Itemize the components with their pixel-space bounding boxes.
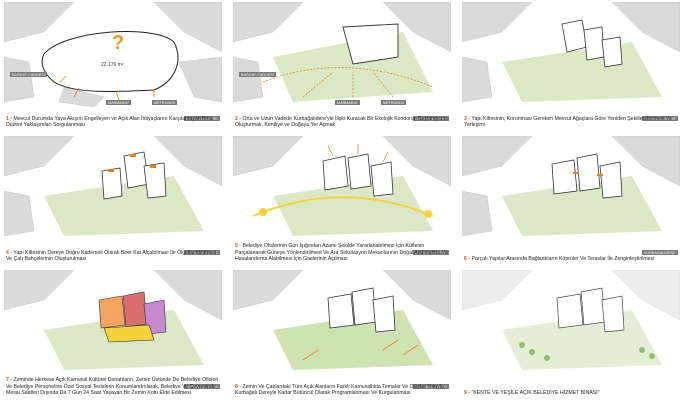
panel-5: KURBAGALIDERE 5 - Belediye Ofislerinin G…	[233, 136, 451, 264]
street-label-marmaray: MARMARAY	[106, 100, 132, 106]
panel-9: 9 - "KENTE VE YEŞİLE AÇIK BELEDİYE HİZME…	[462, 270, 680, 398]
street-label-bagdat: BAĞDAT CADDESİ	[239, 72, 276, 78]
caption-3: 3 - Yapı Kitlesinin, Korunması Gereken M…	[464, 115, 672, 128]
street-label-metrobus: METROBÜS	[381, 100, 407, 106]
panel-2: BAĞDAT CADDESİ MARMARAY METROBÜS KURBAGA…	[233, 2, 451, 130]
panel-7: KURBAGALIDERE 7 - Zeminde Herkese Açık K…	[4, 270, 222, 398]
panel-6: KURBAGALIDERE 6 - Parçalı Yapılar Arasın…	[462, 136, 680, 264]
site-area: 22.176 m²	[101, 62, 124, 68]
caption-4: 4 - Yapı Kitlesinin Dereye Doğru Kademel…	[6, 249, 217, 262]
panel-5-drawing	[233, 136, 451, 264]
stream-label: KURBAGALIDERE	[413, 384, 449, 390]
stream-label: KURBAGALIDERE	[642, 250, 678, 256]
street-label-marmaray: MARMARAY	[335, 100, 361, 106]
panel-6-drawing	[462, 136, 680, 264]
stream-label: KURBAGALIDERE	[184, 384, 220, 390]
stream-label: KURBAGALIDERE	[184, 116, 220, 122]
stream-label: KURBAGALIDERE	[184, 250, 220, 256]
street-label-metrobus: METROBÜS	[152, 100, 178, 106]
panel-8-drawing	[233, 270, 451, 398]
panel-3: KURBAGALIDERE 3 - Yapı Kitlesinin, Korun…	[462, 2, 680, 130]
panel-1-drawing	[4, 2, 222, 130]
panel-2-drawing	[233, 2, 451, 130]
stream-label: KURBAGALIDERE	[413, 116, 449, 122]
street-label-bagdat: BAĞDAT CADDESİ	[10, 72, 47, 78]
panel-9-drawing	[462, 270, 680, 398]
caption-8: 8 - Zemin Ve Çatılardaki Tüm Açık Alanla…	[235, 383, 444, 396]
panel-4-drawing	[4, 136, 222, 264]
question-mark-icon: ?	[112, 32, 125, 54]
caption-5: 5 - Belediye Ofislerinin Gün Işığından A…	[235, 243, 448, 262]
stream-label: KURBAGALIDERE	[413, 250, 449, 256]
caption-7: 7 - Zeminde Herkese Açık Kamusal Kültüre…	[6, 377, 219, 396]
panel-8: KURBAGALIDERE 8 - Zemin Ve Çatılardaki T…	[233, 270, 451, 398]
panel-7-drawing	[4, 270, 222, 398]
diagram-grid: ? 22.176 m² BAĞDAT CADDESİ MARMARAY METR…	[4, 2, 681, 399]
panel-3-drawing	[462, 2, 680, 130]
caption-6: 6 - Parçalı Yapılar Arasında Bağlantılar…	[464, 255, 655, 262]
panel-1: ? 22.176 m² BAĞDAT CADDESİ MARMARAY METR…	[4, 2, 222, 130]
caption-2: 2 - Orta ve Uzun Vadede Kurbağalıdere'yl…	[235, 115, 447, 128]
stream-label: KURBAGALIDERE	[642, 116, 678, 122]
panel-4: KURBAGALIDERE 4 - Yapı Kitlesinin Dereye…	[4, 136, 222, 264]
caption-9: 9 - "KENTE VE YEŞİLE AÇIK BELEDİYE HİZME…	[464, 389, 600, 396]
caption-1: 1 - Mevcut Durumda Yaya Akışını Engelley…	[6, 115, 213, 128]
